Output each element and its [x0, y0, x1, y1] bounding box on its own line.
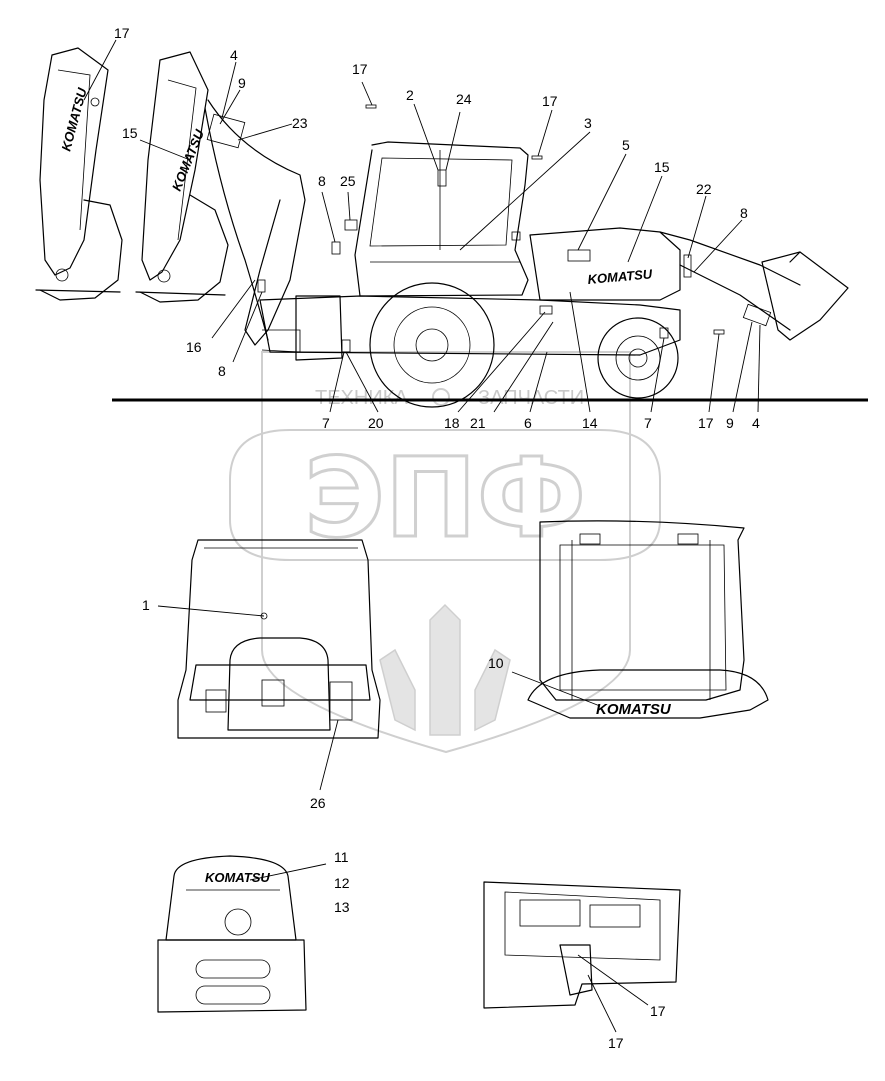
brand-label: KOMATSU	[205, 870, 270, 885]
callout-7: 7	[644, 415, 652, 431]
callout-17: 17	[542, 93, 558, 109]
callout-7: 7	[322, 415, 330, 431]
callout-2: 2	[406, 87, 414, 103]
wheat-icon	[379, 603, 511, 736]
callout-8: 8	[740, 205, 748, 221]
callout-1: 1	[142, 597, 150, 613]
callout-17: 17	[650, 1003, 666, 1019]
backhoe-arm-left: KOMATSU	[35, 47, 123, 301]
backhoe-arm-middle: KOMATSU	[135, 51, 306, 346]
cab-front-view: KOMATSU	[527, 520, 769, 719]
callout-26: 26	[310, 795, 326, 811]
brand-label: KOMATSU	[58, 86, 89, 153]
callout-6: 6	[524, 415, 532, 431]
callout-17: 17	[352, 61, 368, 77]
valve-detail-view	[483, 881, 681, 1009]
brand-label: KOMATSU	[596, 701, 672, 718]
callout-12: 12	[334, 875, 350, 891]
callout-11: 11	[334, 849, 349, 865]
callout-4: 4	[752, 415, 760, 431]
callout-4: 4	[230, 47, 238, 63]
callout-numbers: 17 4 9 23 15 17 2 24 17 3 5 15 22 8 8 25…	[114, 25, 760, 1051]
callout-22: 22	[696, 181, 712, 197]
callout-25: 25	[340, 173, 356, 189]
callout-3: 3	[584, 115, 592, 131]
brand-label: KOMATSU	[169, 127, 207, 193]
callout-17: 17	[608, 1035, 624, 1051]
callout-21: 21	[470, 415, 486, 431]
callout-24: 24	[456, 91, 472, 107]
callout-14: 14	[582, 415, 598, 431]
leader-lines	[83, 39, 761, 1033]
callout-9: 9	[726, 415, 734, 431]
callout-20: 20	[368, 415, 384, 431]
callout-9: 9	[238, 75, 246, 91]
watermark: ТЕХНИКА ЗАПЧАСТИ ЭПФ	[229, 351, 661, 754]
callout-8: 8	[218, 363, 226, 379]
callout-19: 17	[114, 25, 130, 41]
callout-15: 15	[654, 159, 670, 175]
callout-15: 15	[122, 125, 138, 141]
watermark-logo-letters: ЭПФ	[304, 434, 586, 562]
watermark-left-text: ТЕХНИКА	[315, 387, 408, 409]
callout-16: 16	[186, 339, 202, 355]
gear-icon	[432, 388, 450, 406]
callout-10: 10	[488, 655, 504, 671]
callout-23: 23	[292, 115, 308, 131]
callout-5: 5	[622, 137, 630, 153]
backhoe-loader-side-view: KOMATSU	[257, 104, 849, 408]
cab-rear-view	[177, 539, 381, 739]
callout-8: 8	[318, 173, 326, 189]
hood-front-view: KOMATSU	[157, 855, 307, 1013]
callout-18: 18	[444, 415, 460, 431]
watermark-right-text: ЗАПЧАСТИ	[478, 387, 584, 409]
brand-label: KOMATSU	[587, 266, 653, 287]
callout-17: 17	[698, 415, 714, 431]
callout-13: 13	[334, 899, 350, 915]
